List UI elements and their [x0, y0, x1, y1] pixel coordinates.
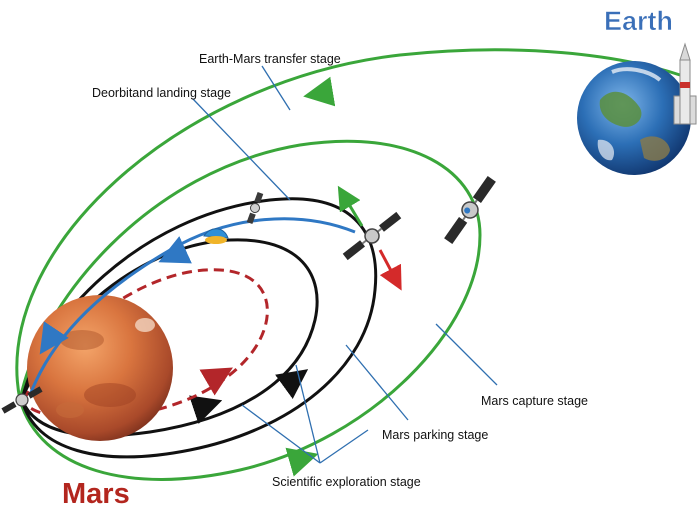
rocket-icon — [673, 42, 697, 125]
label-parking-stage: Mars parking stage — [382, 428, 488, 442]
parking-orbit — [20, 197, 378, 459]
leader-transfer — [261, 65, 291, 111]
science-inner-arrow — [199, 367, 233, 396]
transfer-orbit-arrow — [303, 76, 336, 107]
leader-lines — [192, 65, 498, 464]
capture-orbit-arrow — [285, 447, 319, 477]
leader-science-2 — [295, 364, 321, 464]
leader-science-1 — [241, 404, 321, 464]
label-transfer-stage: Earth-Mars transfer stage — [199, 52, 341, 66]
parking-orbit-arrow — [275, 369, 309, 399]
leader-capture — [435, 323, 498, 386]
mars-globe — [27, 295, 173, 441]
satellite-icon — [444, 176, 496, 244]
science-orbit-arrow — [189, 395, 223, 424]
capture-orbit — [18, 139, 482, 481]
transfer-orbit — [15, 48, 681, 401]
earth-title: Earth — [604, 6, 673, 36]
leader-parking — [345, 344, 409, 421]
leader-deorbit — [192, 98, 291, 201]
separation-arrow-green — [337, 185, 364, 227]
satellite-icon-periapsis — [1, 386, 43, 414]
earth-globe — [577, 61, 691, 175]
leader-science-3 — [319, 429, 369, 464]
label-capture-stage: Mars capture stage — [481, 394, 588, 408]
landing-path-arrow — [158, 236, 192, 264]
satellite-icon-parking — [342, 211, 402, 261]
landing-path-arrow-2 — [39, 321, 69, 355]
label-science-stage: Scientific exploration stage — [272, 475, 421, 489]
separation-arrow-red — [378, 249, 402, 291]
mars-title: Mars — [62, 478, 130, 509]
lander-capsule-icon — [203, 228, 229, 244]
label-deorbit-stage: Deorbitand landing stage — [92, 86, 231, 100]
satellite-icon-small — [246, 191, 264, 225]
